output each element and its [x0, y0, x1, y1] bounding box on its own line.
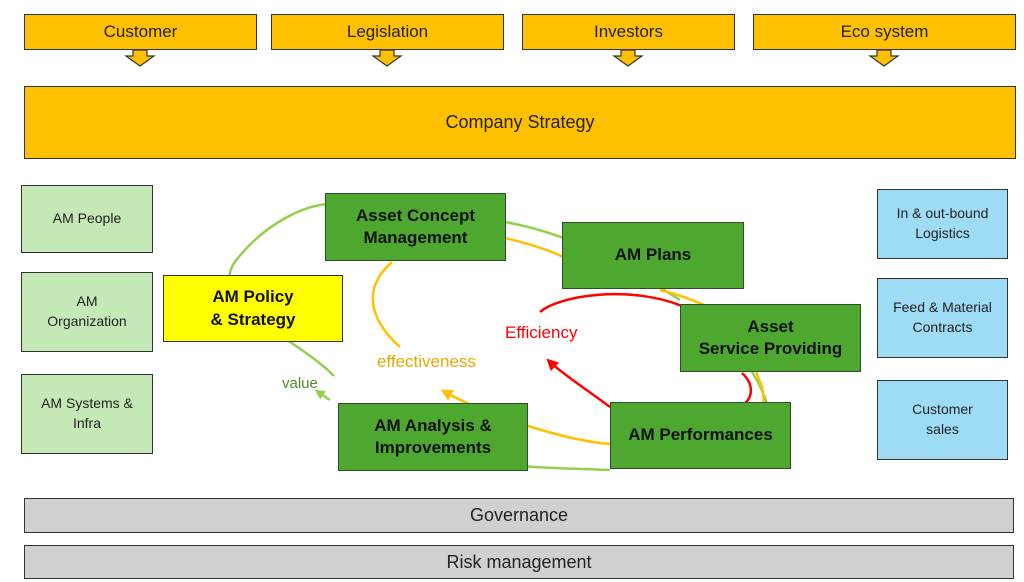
- value-loop: [228, 202, 335, 377]
- am-systems-label: AM Systems & Infra: [41, 395, 133, 431]
- down-arrow-icon: [868, 49, 900, 67]
- efficiency-loop-bottom: [546, 358, 611, 409]
- contracts-label: Feed & Material Contracts: [893, 299, 992, 335]
- stakeholder-customer-label: Customer: [103, 22, 178, 41]
- efficiency-loop-right: [741, 372, 753, 405]
- am-organization-label: AM Organization: [47, 293, 127, 329]
- stakeholder-eco-system-label: Eco system: [840, 22, 929, 41]
- efficiency-loop-top: [539, 292, 683, 313]
- effectiveness-loop-top: [504, 236, 566, 260]
- logistics-label: In & out-bound Logistics: [896, 205, 989, 241]
- am-policy-strategy-label: AM Policy & Strategy: [210, 287, 296, 329]
- logistics-box: In & out-bound Logistics: [877, 189, 1008, 259]
- am-performances-label: AM Performances: [628, 425, 773, 445]
- customer-sales-box: Customer sales: [877, 380, 1008, 460]
- risk-management-label: Risk management: [446, 551, 592, 572]
- governance-bar: Governance: [24, 498, 1014, 533]
- asset-concept-management-label: Asset Concept Management: [355, 205, 476, 247]
- effectiveness-loop-left: [371, 261, 401, 348]
- stakeholder-investors-label: Investors: [594, 22, 663, 41]
- governance-label: Governance: [469, 505, 569, 525]
- effectiveness-loop-right: [754, 371, 765, 405]
- am-people-label: AM People: [52, 210, 122, 227]
- am-systems-box: AM Systems & Infra: [21, 374, 153, 454]
- am-people-box: AM People: [21, 185, 153, 253]
- effectiveness-label: effectiveness: [377, 352, 476, 371]
- stakeholder-investors: Investors: [522, 14, 735, 50]
- down-arrow-icon: [124, 49, 156, 67]
- stakeholder-customer: Customer: [24, 14, 257, 50]
- asset-concept-management-box: Asset Concept Management: [325, 193, 506, 261]
- efficiency-label: Efficiency: [505, 323, 578, 342]
- company-strategy-label: Company Strategy: [445, 112, 595, 132]
- value-loop-arrow: [314, 389, 331, 402]
- contracts-box: Feed & Material Contracts: [877, 278, 1008, 358]
- am-performances-box: AM Performances: [610, 402, 791, 469]
- customer-sales-label: Customer sales: [912, 401, 973, 437]
- value-label: value: [282, 375, 318, 392]
- am-organization-box: AM Organization: [21, 272, 153, 352]
- down-arrow-icon: [371, 49, 403, 67]
- am-policy-strategy-box: AM Policy & Strategy: [163, 275, 343, 342]
- am-analysis-improvements-label: AM Analysis & Improvements: [374, 415, 492, 457]
- down-arrow-icon: [612, 49, 644, 67]
- asset-service-providing-label: Asset Service Providing: [698, 316, 843, 358]
- asset-service-providing-box: Asset Service Providing: [680, 304, 861, 372]
- stakeholder-legislation-label: Legislation: [346, 22, 429, 41]
- am-analysis-improvements-box: AM Analysis & Improvements: [338, 403, 528, 471]
- am-plans-box: AM Plans: [562, 222, 744, 289]
- company-strategy: Company Strategy: [24, 86, 1016, 159]
- am-plans-label: AM Plans: [614, 245, 692, 265]
- risk-management-bar: Risk management: [24, 545, 1014, 579]
